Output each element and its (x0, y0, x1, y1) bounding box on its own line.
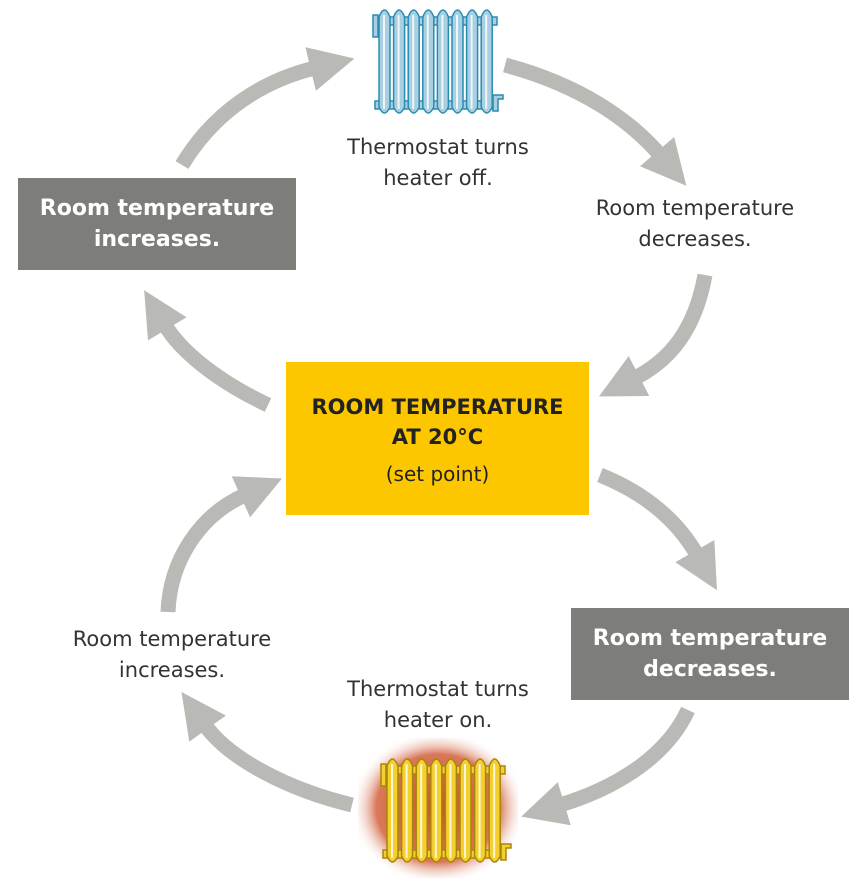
label-line: decreases. (638, 227, 752, 251)
heater-off-label: Thermostat turns heater off. (318, 132, 558, 194)
box-line: Room temperature (592, 626, 828, 651)
label-line: Room temperature (595, 196, 795, 220)
label-line: heater on. (383, 708, 493, 732)
label-line: Room temperature (72, 627, 272, 651)
arrow-on-to-increase (181, 692, 354, 813)
arrow-increase-to-off (175, 47, 355, 169)
box-line: increases. (93, 227, 221, 252)
increase-label-lower: Room temperature increases. (47, 624, 297, 686)
label-line: heater off. (383, 166, 493, 190)
set-point-value: AT 20°C (391, 424, 484, 449)
cold-radiator-icon (372, 9, 504, 114)
decrease-box-lower: Room temperature decreases. (571, 608, 849, 700)
label-line: Thermostat turns (347, 677, 529, 701)
radiator-valve (500, 843, 512, 861)
arrow-setpoint-to-decrease (597, 468, 717, 591)
radiator-bracket (372, 14, 379, 38)
set-point-box: ROOM TEMPERATURE AT 20°C (set point) (286, 362, 589, 515)
label-line: Thermostat turns (347, 135, 529, 159)
hot-radiator-icon (380, 758, 512, 863)
radiator-bracket (380, 763, 387, 787)
box-line: Room temperature (39, 196, 275, 221)
arrow-decrease-to-setpoint (598, 273, 713, 397)
arrow-setpoint-to-increase (144, 290, 272, 412)
set-point-subtitle: (set point) (385, 461, 490, 486)
label-line: increases. (118, 658, 226, 682)
arrow-off-to-decrease (503, 57, 687, 186)
increase-box-upper: Room temperature increases. (18, 178, 296, 270)
arrow-increase-to-setpoint (160, 476, 282, 613)
decrease-label-upper: Room temperature decreases. (570, 193, 820, 255)
radiator-valve (492, 94, 504, 112)
box-line: decreases. (643, 657, 777, 682)
set-point-title: ROOM TEMPERATURE (311, 394, 564, 419)
arrow-decrease-to-on (521, 706, 695, 826)
heater-on-label: Thermostat turns heater on. (318, 674, 558, 736)
